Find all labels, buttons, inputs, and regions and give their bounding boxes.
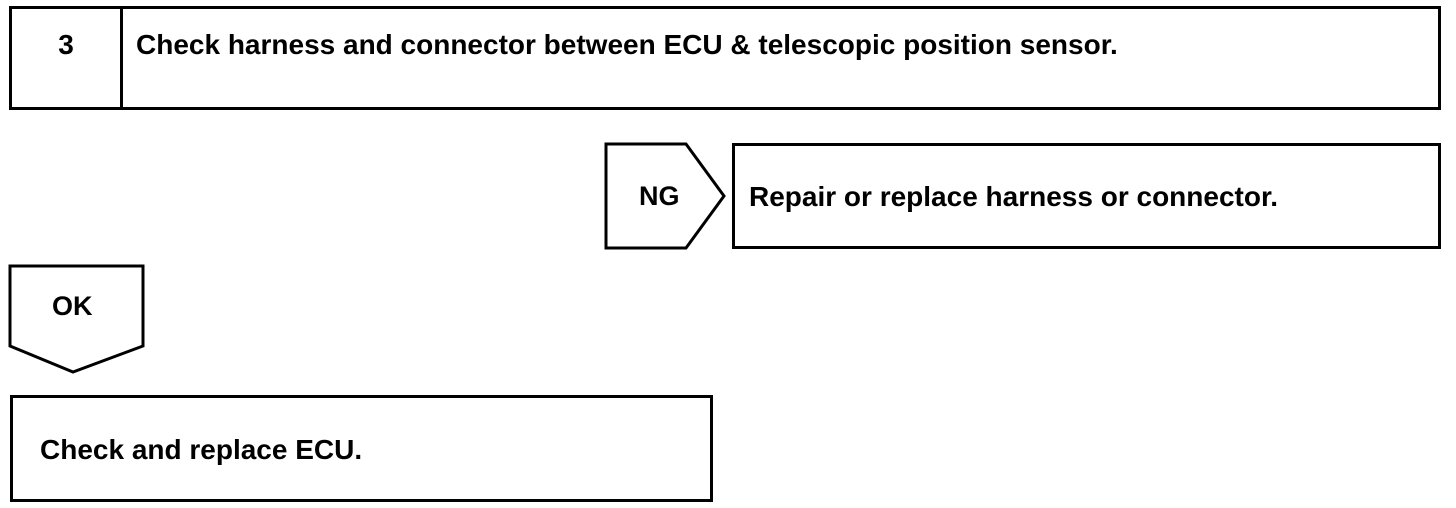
ng-action-text: Repair or replace harness or connector. [749, 181, 1279, 212]
step-header-box: 3 Check harness and connector between EC… [9, 6, 1441, 110]
ok-label: OK [52, 291, 93, 321]
ng-action-box: Repair or replace harness or connector. [732, 143, 1441, 249]
step-number-cell: 3 [12, 9, 123, 107]
ok-action-text: Check and replace ECU. [40, 434, 363, 465]
ng-label: NG [639, 181, 680, 211]
ok-action-box: Check and replace ECU. [10, 395, 713, 502]
step-number: 3 [58, 29, 74, 60]
step-title: Check harness and connector between ECU … [136, 29, 1118, 60]
